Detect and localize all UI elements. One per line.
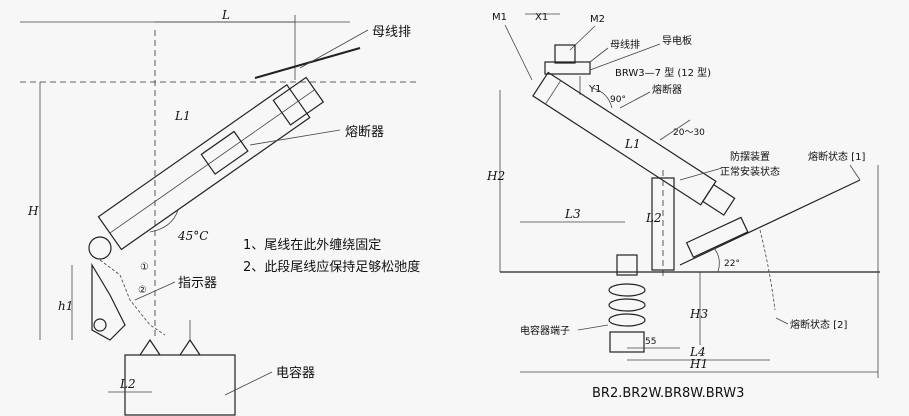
label-fuse: 熔断器	[345, 125, 384, 140]
fuse-body	[97, 76, 325, 251]
fuse-leader	[249, 129, 341, 146]
m1-leader	[504, 24, 533, 81]
label-busbar: 母线排	[372, 25, 411, 40]
capacitor-body	[124, 354, 236, 416]
dim-h2: H2	[486, 169, 505, 183]
insulator-shed-1	[608, 283, 646, 297]
insulator-shed-2	[608, 298, 646, 312]
note-2: 2、此段尾线应保持足够松弛度	[243, 259, 420, 275]
angle22-arc	[713, 247, 720, 273]
label-right-fuse: 熔断器	[652, 83, 682, 96]
dim-L2: L2	[119, 377, 136, 391]
caption: BR2.BR2W.BR8W.BRW3	[592, 386, 744, 401]
label-m1: M1	[492, 12, 507, 23]
left-diagram: L 母线排 熔断器 L1 45°C H h1 ① ②	[20, 8, 420, 416]
dim-range-line	[659, 119, 691, 141]
note-1: 1、尾线在此外缠绕固定	[243, 237, 381, 253]
blown-wire-1	[679, 179, 861, 266]
label-capacitor: 电容器	[276, 365, 315, 381]
blown-fuse-1	[685, 216, 749, 259]
dim-55: 55	[645, 337, 656, 347]
right-busbar	[544, 61, 591, 75]
label-normal-state: 正常安装状态	[720, 165, 780, 178]
dim-L: L	[221, 8, 230, 22]
dim-h1-right: H1	[689, 357, 708, 371]
capacitor-terminals	[139, 338, 201, 356]
cap-terminal-leader	[577, 324, 609, 331]
busbar-leader	[299, 29, 369, 69]
dim-angle: 45°C	[177, 229, 208, 243]
label-indicator: 指示器	[178, 276, 217, 291]
label-m2: M2	[590, 14, 605, 25]
label-anti-swing: 防摆装置	[730, 150, 770, 163]
label-x1: X1	[535, 12, 548, 23]
label-cap-terminal: 电容器端子	[520, 324, 570, 337]
dim-l4: L4	[689, 345, 706, 359]
dim-angle90: 90°	[610, 95, 626, 105]
dim-angle22: 22°	[724, 259, 740, 269]
m2-leader	[569, 25, 596, 51]
dim-l2: L2	[645, 211, 662, 225]
label-blown-1: 熔断状态 [1]	[808, 150, 865, 163]
right-fuse-leader	[619, 91, 651, 109]
right-fuse-body	[532, 71, 736, 216]
label-blown-2: 熔断状态 [2]	[790, 318, 847, 331]
busbar-leader	[589, 47, 609, 63]
angle90-arc	[591, 87, 613, 109]
right-diagram: M1 X1 M2 母线排 导电板 Y1 BRW3—7 型 (12 型) 90° …	[486, 12, 880, 401]
dim-range: 20～30	[673, 128, 705, 138]
marker-2: ②	[138, 285, 147, 296]
dim-h1: h1	[58, 299, 73, 313]
blown2-leader	[775, 317, 789, 325]
capacitor-leader	[224, 371, 273, 396]
dim-h3: H3	[689, 307, 708, 321]
angle-arc	[149, 209, 179, 233]
insulator-shed-3	[608, 313, 646, 327]
insulator-top	[616, 254, 638, 276]
bracket	[91, 262, 126, 341]
dim-L1: L1	[174, 109, 191, 123]
marker-1: ①	[140, 262, 149, 273]
pivot-circle	[88, 236, 112, 260]
indicator-leader	[134, 281, 176, 301]
dim-right-l1: L1	[624, 137, 641, 151]
insulator-base	[609, 331, 645, 353]
dim-H: H	[27, 204, 39, 218]
guide-leader	[589, 43, 661, 71]
bracket-hole	[93, 318, 107, 332]
anti-swing-leader	[679, 167, 723, 181]
busbar-line	[254, 47, 361, 79]
dim-y1: Y1	[588, 84, 601, 95]
busbar-bolt	[554, 44, 576, 64]
blown1-leader	[849, 164, 861, 181]
tail-wire	[99, 259, 166, 336]
label-right-busbar: 母线排	[610, 38, 640, 51]
blown-wire-2	[759, 229, 776, 311]
label-type: BRW3—7 型 (12 型)	[615, 66, 711, 79]
label-guide-plate: 导电板	[662, 34, 692, 47]
dim-l3: L3	[564, 207, 581, 221]
